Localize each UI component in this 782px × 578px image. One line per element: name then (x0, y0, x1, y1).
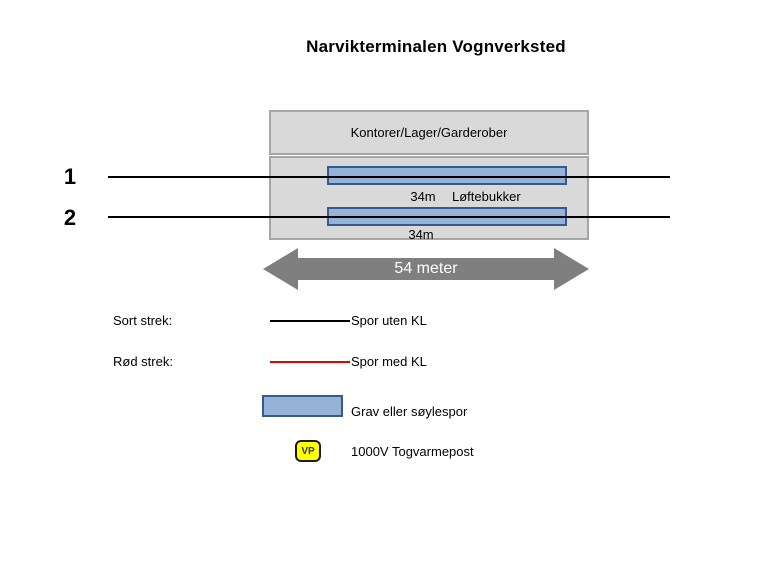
lift-jacks-label: Løftebukker (452, 189, 521, 204)
double-arrow-icon (263, 248, 589, 290)
legend-vp-description: 1000V Togvarmepost (351, 444, 474, 459)
track-2-number: 2 (63, 205, 77, 230)
legend-black-line-label: Sort strek: (113, 313, 173, 328)
legend-pit-swatch (262, 395, 343, 417)
track-2-line (108, 216, 670, 218)
building-width-label: 54 meter (394, 260, 458, 277)
legend-black-line-description: Spor uten KL (351, 313, 427, 328)
legend-red-line-description: Spor med KL (351, 354, 427, 369)
legend-pit-description: Grav eller søylespor (351, 404, 468, 419)
legend-vp-badge: VP (295, 440, 321, 462)
building-office-section: Kontorer/Lager/Garderober (269, 110, 589, 155)
pit-2-length-label: 34m (408, 227, 434, 242)
diagram-title: Narvikterminalen Vognverksted (306, 37, 566, 56)
legend-red-line-label: Rød strek: (113, 354, 173, 369)
pit-track-1 (327, 166, 567, 185)
legend-red-line-swatch (270, 361, 350, 363)
building-width-arrow: 54 meter (263, 248, 589, 290)
building-office-label: Kontorer/Lager/Garderober (350, 125, 508, 140)
track-1-line (108, 176, 670, 178)
legend-black-line-swatch (270, 320, 350, 322)
pit-1-length-label: 34m (410, 189, 436, 204)
track-1-number: 1 (63, 164, 77, 189)
double-arrow-shape (263, 248, 589, 290)
